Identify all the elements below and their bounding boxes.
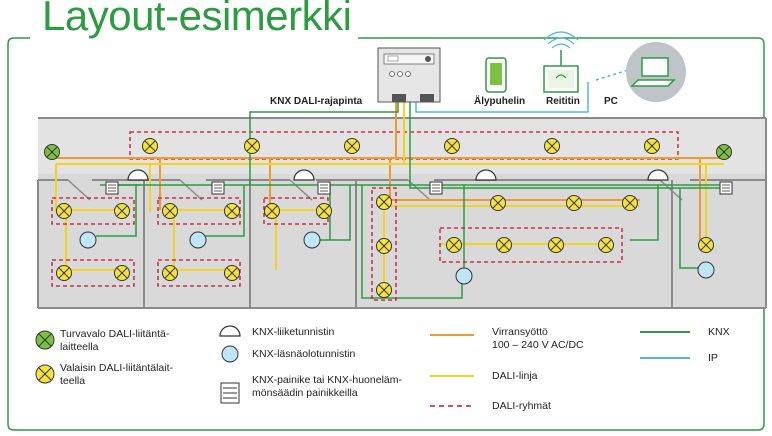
legend-symbols: [35, 325, 690, 407]
knx-dali-label: KNX DALI-rajapinta: [270, 96, 363, 107]
luminaire-icon: [264, 203, 280, 219]
presence-sensors: [79, 231, 715, 285]
luminaire-icon: [444, 138, 460, 154]
luminaires: [44, 138, 732, 298]
luminaire-icon: [644, 138, 660, 154]
luminaire-icon: [56, 203, 72, 219]
knx-lines: [96, 102, 720, 299]
knx-buttons: [105, 181, 733, 195]
legend-dali-line: DALI-linja: [492, 370, 538, 382]
emergency-luminaire-icon: [44, 144, 60, 160]
ip-lines: [415, 69, 629, 113]
legend-dali-groups: DALI-ryhmät: [492, 400, 551, 412]
walls: [37, 117, 767, 309]
luminaire-icon: [142, 138, 158, 154]
legend-luminaire: Valaisin DALI-liitäntälait-teella: [60, 362, 174, 387]
knx-button-icon: [105, 181, 119, 195]
luminaire-icon: [566, 195, 582, 211]
router-icon: [543, 31, 579, 93]
knx-button-icon: [317, 181, 331, 195]
knx-button-icon: [719, 181, 733, 195]
luminaire-icon: [114, 203, 130, 219]
pc-label: PC: [604, 96, 618, 107]
luminaire-icon: [598, 237, 614, 253]
luminaire-icon: [114, 265, 130, 281]
luminaire-icon: [490, 195, 506, 211]
page-title: Layout-esimerkki: [36, 0, 358, 40]
phone-label: Älypuhelin: [474, 94, 525, 107]
luminaire-icon: [224, 265, 240, 281]
knx-button-icon: [429, 181, 443, 195]
router-label: Reititin: [546, 96, 580, 107]
luminaire-icon: [496, 237, 512, 253]
pc-icon: [626, 42, 686, 102]
smartphone-icon: [485, 57, 507, 93]
motion-sensors: [127, 169, 669, 181]
luminaire-icon: [376, 238, 392, 254]
luminaire-icon: [376, 194, 392, 210]
legend-presence: KNX-läsnäolotunnistin: [252, 348, 356, 360]
legend-knx: KNX: [708, 326, 730, 338]
luminaire-icon: [162, 265, 178, 281]
luminaire-icon: [698, 237, 714, 253]
legend-ip: IP: [708, 352, 718, 364]
luminaire-icon: [622, 195, 638, 211]
legend-button: KNX-painike tai KNX-huoneläm-mönsäädin p…: [252, 374, 402, 399]
knx-button-icon: [211, 181, 225, 195]
knx-dali-interface: [377, 47, 441, 103]
legend-emergency: Turvavalo DALI-liitäntä-laitteella: [60, 328, 170, 353]
luminaire-icon: [316, 203, 332, 219]
emergency-luminaire-icon: [716, 144, 732, 160]
luminaire-icon: [344, 138, 360, 154]
luminaire-icon: [446, 237, 462, 253]
dali-lines: [55, 100, 724, 290]
luminaire-icon: [376, 282, 392, 298]
legend-motion: KNX-liiketunnistin: [252, 326, 335, 338]
luminaire-icon: [162, 203, 178, 219]
luminaire-icon: [548, 237, 564, 253]
luminaire-icon: [244, 138, 260, 154]
outer-frame: [7, 37, 765, 431]
luminaire-icon: [224, 203, 240, 219]
luminaire-icon: [56, 265, 72, 281]
luminaire-icon: [544, 138, 560, 154]
